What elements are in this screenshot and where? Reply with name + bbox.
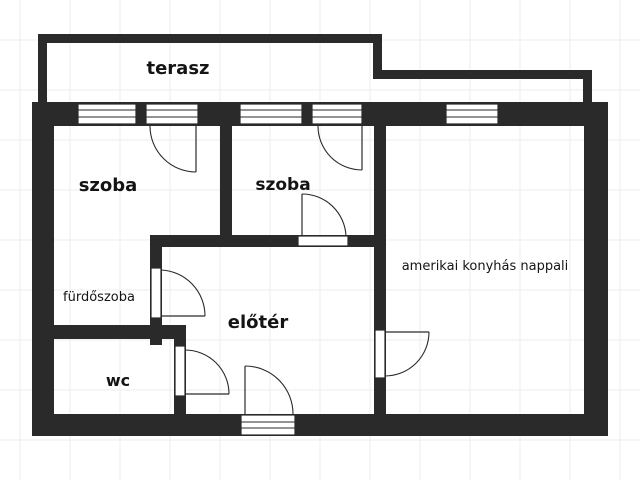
label-living-room: amerikai konyhás nappali <box>402 259 569 274</box>
window-middle-room-1 <box>239 103 303 125</box>
window-middle-room-2 <box>311 103 363 125</box>
window-living-room <box>445 103 499 125</box>
windows <box>77 103 499 125</box>
window-left-room-2 <box>145 103 199 125</box>
label-terrace: terasz <box>146 58 209 79</box>
door-middle-room <box>297 193 349 247</box>
door-wc <box>174 345 230 397</box>
door-entrance <box>240 365 296 436</box>
label-bathroom: fürdőszoba <box>63 290 135 305</box>
interior-walls <box>50 120 386 420</box>
label-room-middle: szoba <box>255 175 310 195</box>
door-bathroom <box>150 267 206 319</box>
label-hall: előtér <box>228 312 289 333</box>
door-terrace-middle-room <box>317 125 363 171</box>
label-wc: wc <box>106 371 130 390</box>
window-left-room-1 <box>77 103 137 125</box>
label-room-left: szoba <box>79 175 138 196</box>
terrace-walls <box>38 34 592 106</box>
doors <box>149 125 430 436</box>
door-terrace-left-room <box>149 125 197 173</box>
door-openings <box>151 236 385 435</box>
door-living-room <box>374 329 430 379</box>
